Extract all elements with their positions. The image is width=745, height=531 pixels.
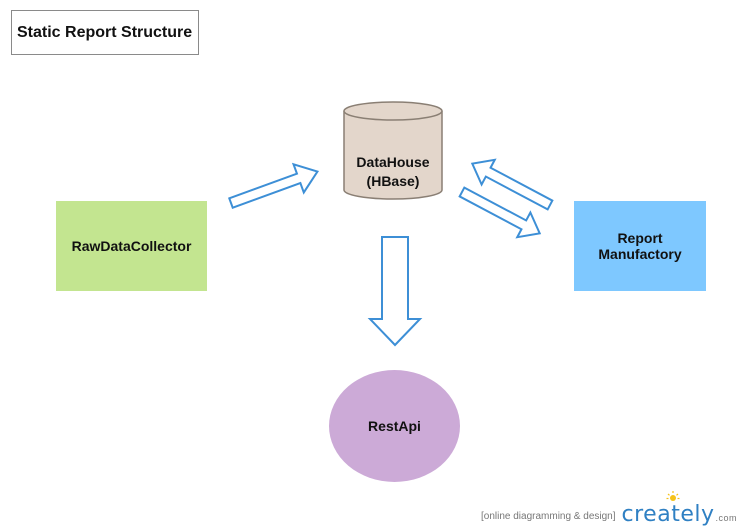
arrow-raw-to-datahouse <box>228 162 320 209</box>
raw-data-collector-node[interactable]: RawDataCollector <box>56 201 207 291</box>
footer-watermark: [online diagramming & design] creately.c… <box>480 491 737 527</box>
diagram-title: Static Report Structure <box>11 10 199 55</box>
report-manufactory-label: Report Manufactory <box>598 230 682 262</box>
report-manufactory-node[interactable]: Report Manufactory <box>574 201 706 291</box>
creately-logo[interactable]: creately.com <box>621 491 737 527</box>
arrow-report-to-datahouse <box>470 158 554 211</box>
creately-logo-suffix: .com <box>715 513 737 523</box>
rest-api-node[interactable]: RestApi <box>329 370 460 482</box>
lightbulb-icon <box>666 491 680 501</box>
arrow-datahouse-to-report <box>458 186 542 239</box>
datahouse-cylinder[interactable] <box>343 101 443 200</box>
raw-data-collector-label: RawDataCollector <box>71 238 192 254</box>
footer-tagline: [online diagramming & design] <box>480 511 616 522</box>
rest-api-label: RestApi <box>368 418 421 434</box>
datahouse-label: DataHouse (HBase) <box>344 153 442 191</box>
datahouse-name: DataHouse <box>356 154 430 170</box>
arrow-datahouse-to-restapi <box>367 236 423 347</box>
datahouse-subtitle: (HBase) <box>366 173 420 189</box>
creately-logo-text: creately <box>621 502 715 527</box>
